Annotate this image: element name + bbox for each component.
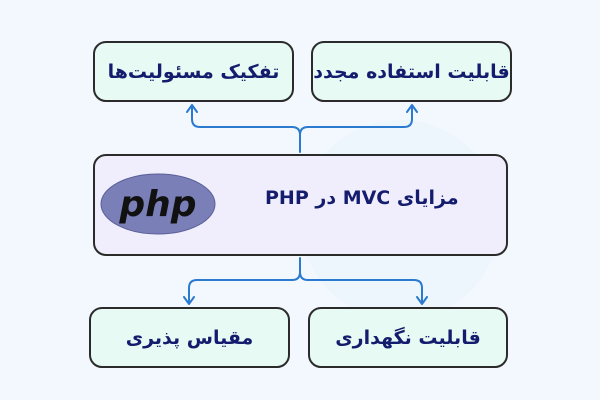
node-label: قابلیت نگهداری [335, 326, 481, 349]
node-maintainability: قابلیت نگهداری [308, 307, 508, 368]
node-separation-of-concerns: تفکیک مسئولیت‌ها [93, 41, 294, 102]
svg-text:php: php [118, 184, 196, 225]
diagram-title: مزایای MVC در PHP [265, 187, 459, 209]
node-reusability: قابلیت استفاده مجدد [311, 41, 512, 102]
node-mvc-benefits-root: php مزایای MVC در PHP [93, 154, 508, 256]
node-scalability: مقیاس پذیری [89, 307, 290, 368]
node-label: تفکیک مسئولیت‌ها [107, 60, 280, 83]
node-label: مقیاس پذیری [125, 326, 254, 349]
php-logo-icon: php [100, 173, 216, 235]
node-label: قابلیت استفاده مجدد [313, 60, 510, 83]
